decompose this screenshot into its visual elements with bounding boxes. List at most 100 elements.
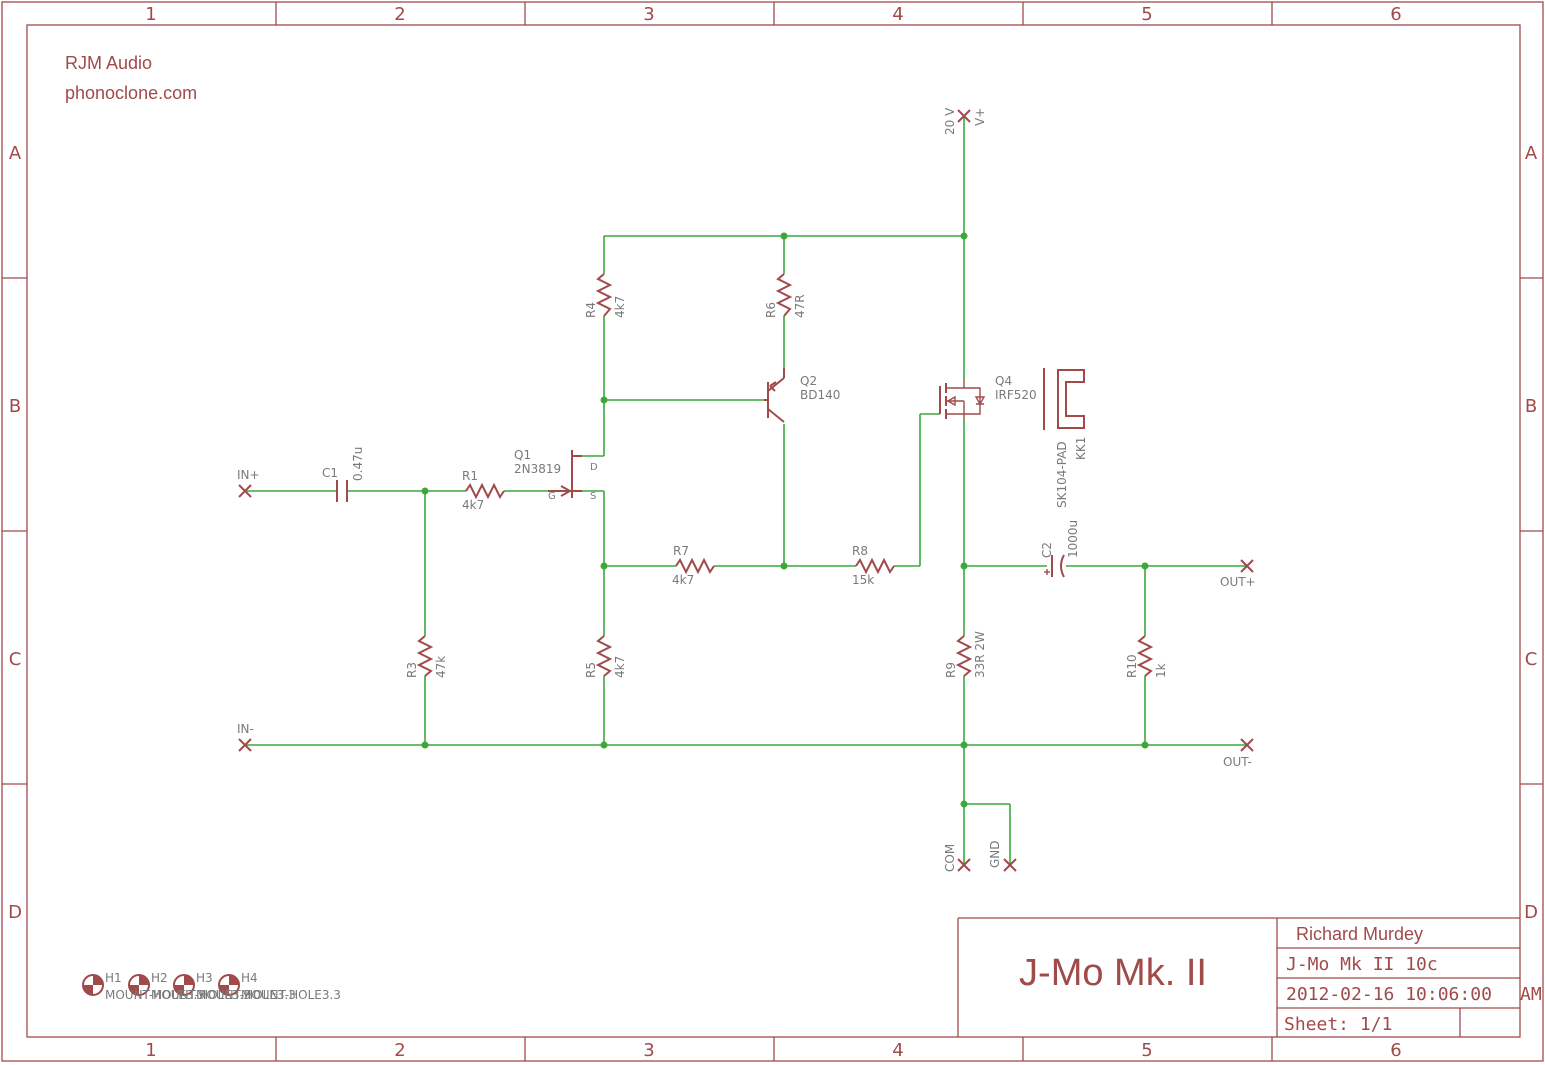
port-com: COM bbox=[943, 844, 971, 872]
port-out-minus: OUT- bbox=[1223, 738, 1254, 769]
junction-dot bbox=[600, 562, 608, 570]
drawing-title: J-Mo Mk. II bbox=[1019, 952, 1207, 994]
component-value: 0.47u bbox=[351, 447, 365, 481]
port-out-plus: OUT+ bbox=[1220, 559, 1256, 589]
component-name: R6 bbox=[764, 302, 778, 318]
column-marker: 1 bbox=[145, 1040, 156, 1061]
resistor-r10: R10 1k bbox=[1125, 635, 1168, 678]
port-label-com: COM bbox=[943, 844, 957, 872]
component-name: C2 bbox=[1040, 542, 1054, 558]
column-markers-bottom: 1 2 3 4 5 6 bbox=[145, 1040, 1401, 1061]
vplus-value-label: 20 V bbox=[943, 107, 957, 135]
component-value: 4k7 bbox=[462, 498, 484, 512]
row-marker: A bbox=[1525, 143, 1538, 164]
component-value: 4k7 bbox=[613, 656, 627, 678]
column-marker: 2 bbox=[394, 1040, 405, 1061]
row-marker: D bbox=[1524, 902, 1538, 923]
port-label-in-minus: IN- bbox=[237, 722, 254, 736]
component-value: 2N3819 bbox=[514, 462, 561, 476]
column-marker: 1 bbox=[145, 4, 156, 25]
mount-hole-value: MOUNT-HOLE3.3 bbox=[241, 988, 341, 1002]
component-value: SK104-PAD bbox=[1055, 441, 1069, 508]
component-name: Q4 bbox=[995, 374, 1012, 388]
heatsink-kk1: SK104-PAD KK1 bbox=[1043, 368, 1088, 508]
drawing-file: J-Mo Mk II 10c bbox=[1286, 954, 1438, 975]
component-value: IRF520 bbox=[995, 388, 1037, 402]
resistor-r1: R1 4k7 bbox=[462, 469, 505, 512]
mount-hole-value: MOUNT-HOLE3.3 bbox=[105, 988, 205, 1002]
column-markers-top: 1 2 3 4 5 6 bbox=[145, 4, 1401, 25]
column-marker: 5 bbox=[1141, 1040, 1152, 1061]
resistor-r4: R4 4k7 bbox=[584, 273, 627, 318]
mount-hole-icon bbox=[218, 974, 240, 996]
port-label-out-plus: OUT+ bbox=[1220, 575, 1256, 589]
transistor-q4-mosfet: Q4 IRF520 bbox=[939, 374, 1037, 420]
junction-dot bbox=[421, 487, 429, 495]
component-value: BD140 bbox=[800, 388, 840, 402]
capacitor-c1: C1 0.47u bbox=[322, 447, 365, 502]
mount-hole-icon bbox=[173, 974, 195, 996]
mount-hole-label: H3 bbox=[196, 971, 213, 985]
row-markers-left: A B C D bbox=[8, 143, 22, 923]
component-value: 33R 2W bbox=[973, 631, 987, 678]
mount-hole-icon bbox=[128, 974, 150, 996]
component-name: R8 bbox=[852, 544, 868, 558]
mount-hole-value: MOUNT-HOLE3.3 bbox=[151, 988, 251, 1002]
port-in-minus: IN- bbox=[237, 722, 254, 752]
pin-label-drain: D bbox=[590, 462, 598, 473]
row-marker: A bbox=[9, 143, 22, 164]
component-name: R4 bbox=[584, 302, 598, 318]
row-marker: C bbox=[1525, 649, 1538, 670]
mount-hole-value: MOUNT-HOLE3.3 bbox=[196, 988, 296, 1002]
wires bbox=[245, 116, 1247, 865]
component-value: 47k bbox=[434, 656, 448, 678]
mount-hole-label: H2 bbox=[151, 971, 168, 985]
component-name: R7 bbox=[673, 544, 689, 558]
junction-dot bbox=[421, 741, 429, 749]
transistor-q2-bjt: Q2 BD140 bbox=[764, 368, 840, 423]
row-markers-right: A B C D bbox=[1524, 143, 1538, 923]
drawing-time-ampm: AM bbox=[1520, 984, 1542, 1005]
vplus-net-label: V+ bbox=[973, 108, 987, 126]
component-value: 1k bbox=[1154, 663, 1168, 678]
mount-hole-label: H4 bbox=[241, 971, 258, 985]
junction-dot bbox=[600, 741, 608, 749]
junction-dot bbox=[960, 562, 968, 570]
port-gnd: GND bbox=[988, 840, 1017, 872]
column-marker: 6 bbox=[1390, 1040, 1401, 1061]
column-marker: 3 bbox=[643, 4, 654, 25]
component-value: 4k7 bbox=[672, 573, 694, 587]
row-marker: C bbox=[9, 649, 22, 670]
junctions bbox=[421, 232, 1149, 808]
brand-website: phonoclone.com bbox=[65, 83, 197, 103]
mounting-holes: H1 H2 H3 H4 MOUNT-HOLE3.3 MOUNT-HOLE3.3 … bbox=[82, 971, 341, 1002]
column-marker: 3 bbox=[643, 1040, 654, 1061]
resistor-r8: R8 15k bbox=[852, 544, 895, 587]
junction-dot bbox=[960, 800, 968, 808]
component-name: C1 bbox=[322, 466, 338, 480]
junction-dot bbox=[960, 741, 968, 749]
junction-dot bbox=[600, 396, 608, 404]
junction-dot bbox=[1141, 741, 1149, 749]
component-name: R5 bbox=[584, 662, 598, 678]
component-value: 47R bbox=[793, 294, 807, 318]
row-marker: B bbox=[1525, 396, 1537, 417]
column-marker: 4 bbox=[892, 4, 903, 25]
capacitor-c2: C2 1000u bbox=[1040, 520, 1080, 578]
drawing-date: 2012-02-16 10:06:00 bbox=[1286, 984, 1492, 1005]
junction-dot bbox=[1141, 562, 1149, 570]
junction-dot bbox=[780, 232, 788, 240]
component-name: R1 bbox=[462, 469, 478, 483]
drawing-author: Richard Murdey bbox=[1296, 924, 1423, 944]
component-value: 15k bbox=[852, 573, 874, 587]
drawing-sheet: Sheet: 1/1 bbox=[1284, 1014, 1392, 1035]
resistor-r7: R7 4k7 bbox=[672, 544, 715, 587]
component-value: 4k7 bbox=[613, 296, 627, 318]
mount-hole-icon bbox=[82, 974, 104, 996]
resistor-r3: R3 47k bbox=[405, 635, 448, 678]
component-name: R10 bbox=[1125, 654, 1139, 678]
column-marker: 6 bbox=[1390, 4, 1401, 25]
component-name: Q2 bbox=[800, 374, 817, 388]
component-name: Q1 bbox=[514, 448, 531, 462]
port-vplus: 20 V V+ bbox=[943, 107, 987, 135]
